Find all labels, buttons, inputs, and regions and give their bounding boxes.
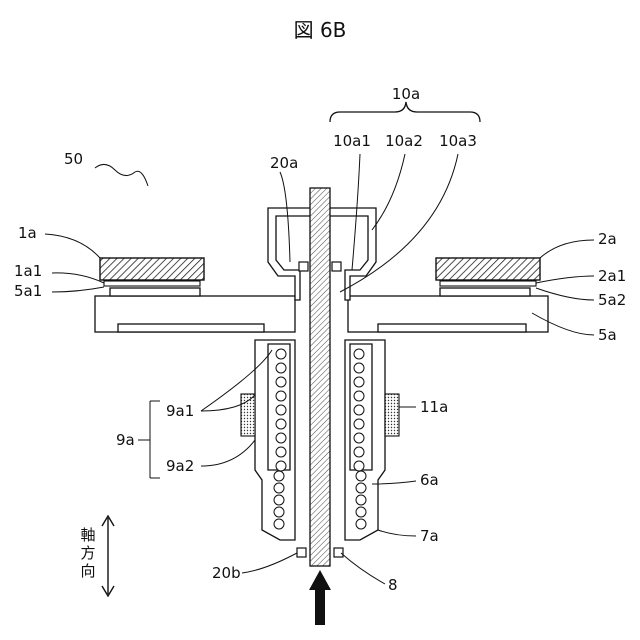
coil-turn: [274, 483, 284, 493]
coil-turn: [356, 495, 366, 505]
block-2a: [436, 258, 540, 280]
coil-turn: [276, 391, 286, 401]
label-10a3: 10a3: [439, 132, 477, 150]
label-11a: 11a: [420, 398, 448, 416]
coil-turn: [276, 349, 286, 359]
coil-turn: [276, 419, 286, 429]
label-9a1: 9a1: [166, 402, 194, 420]
push-arrow: [309, 570, 331, 625]
label-1a1: 1a1: [14, 262, 42, 280]
coil-turn: [356, 507, 366, 517]
label-9a2: 9a2: [166, 457, 194, 475]
coil-turn: [354, 377, 364, 387]
axis-label-char-2: 方: [80, 544, 95, 562]
coil-turn: [354, 349, 364, 359]
coil-turn: [354, 419, 364, 429]
figure-title: 図 6B: [294, 18, 347, 42]
label-10a2: 10a2: [385, 132, 423, 150]
label-1a: 1a: [18, 224, 37, 242]
axis-label-char-3: 向: [80, 562, 95, 580]
axial-arrow: [102, 516, 114, 596]
coil-turn: [354, 433, 364, 443]
label-2a: 2a: [598, 230, 617, 248]
label-10a: 10a: [392, 85, 420, 103]
coil-turn: [276, 405, 286, 415]
coil-turn: [354, 447, 364, 457]
label-5a1: 5a1: [14, 282, 42, 300]
coil-turn: [276, 363, 286, 373]
label-8: 8: [388, 576, 398, 594]
label-50: 50: [64, 150, 83, 168]
label-20b: 20b: [212, 564, 241, 582]
label-5a: 5a: [598, 326, 617, 344]
coil-turn: [354, 363, 364, 373]
coil-turn: [274, 471, 284, 481]
shaft: [310, 188, 330, 566]
coil-turn: [354, 461, 364, 471]
coil-turn: [276, 461, 286, 471]
label-2a1: 2a1: [598, 267, 626, 285]
label-6a: 6a: [420, 471, 439, 489]
coil-turn: [274, 495, 284, 505]
label-20a: 20a: [270, 154, 298, 172]
pad-11a: [385, 394, 399, 436]
coil-turn: [276, 377, 286, 387]
coil-turn: [356, 483, 366, 493]
coil-turn: [354, 405, 364, 415]
coil-turn: [356, 519, 366, 529]
brace-10a: [330, 102, 480, 122]
label-10a1: 10a1: [333, 132, 371, 150]
block-1a: [100, 258, 204, 280]
axis-label-char-1: 軸: [80, 526, 95, 544]
coil-turn: [276, 447, 286, 457]
label-9a: 9a: [116, 431, 135, 449]
coil-turn: [274, 507, 284, 517]
coil-turn: [274, 519, 284, 529]
coil-turn: [354, 391, 364, 401]
label-7a: 7a: [420, 527, 439, 545]
coil-turn: [276, 433, 286, 443]
coil-turn: [356, 471, 366, 481]
label-5a2: 5a2: [598, 291, 626, 309]
